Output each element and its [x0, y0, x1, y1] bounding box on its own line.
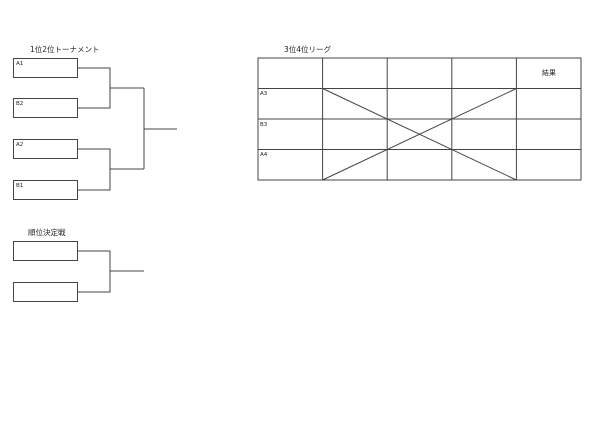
league-result-header: 結果: [542, 68, 556, 77]
league-row-label-3: A4: [260, 152, 268, 158]
slot-label: B2: [16, 101, 24, 107]
tournament-slot-2[interactable]: B2: [13, 98, 78, 118]
placement-slot-2[interactable]: [13, 282, 78, 302]
league-title: 3位4位リーグ: [284, 45, 332, 54]
placement-bracket-line: [78, 250, 111, 293]
tournament-slot-3[interactable]: A2: [13, 139, 78, 159]
tournament-title: 1位2位トーナメント: [30, 45, 100, 54]
placement-title: 順位決定戦: [28, 228, 66, 237]
bracket-line-semi-2: [78, 148, 111, 191]
slot-label: B1: [16, 183, 24, 189]
tournament-slot-1[interactable]: A1: [13, 58, 78, 78]
league-diagonal-2: [322, 88, 517, 181]
bracket-line-semi-1: [78, 67, 111, 109]
league-row-label-2: B3: [260, 122, 268, 128]
placement-slot-1[interactable]: [13, 241, 78, 261]
slot-label: A2: [16, 142, 24, 148]
slot-label: A1: [16, 61, 24, 67]
league-row-label-1: A3: [260, 91, 268, 97]
tournament-slot-4[interactable]: B1: [13, 180, 78, 200]
